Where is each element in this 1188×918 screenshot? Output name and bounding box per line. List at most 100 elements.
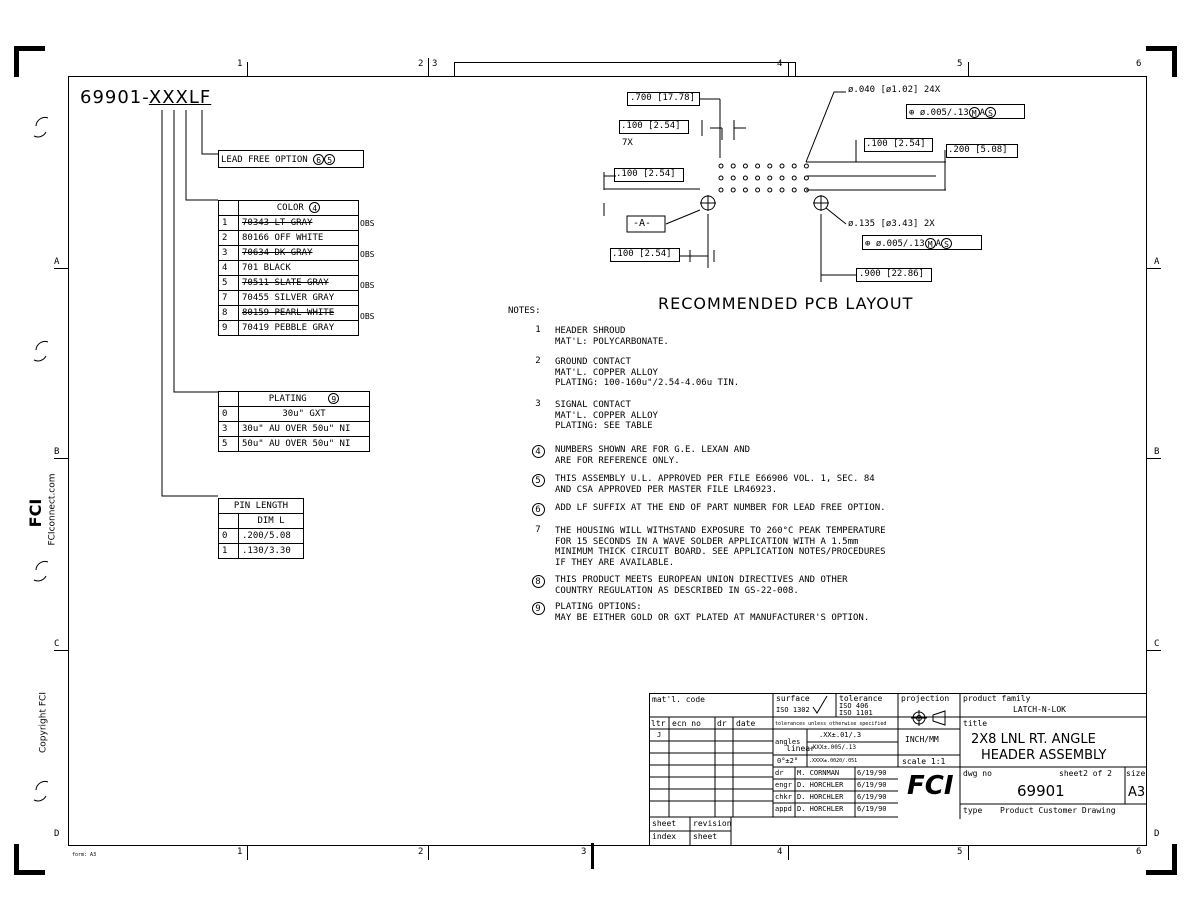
note-text: THE HOUSING WILL WITHSTAND EXPOSURE TO 2…	[555, 526, 886, 568]
title-label: title	[963, 719, 988, 728]
rev-letter: J	[657, 731, 662, 739]
revision-sheet-2: sheet	[693, 832, 718, 841]
grid-top-3: 3	[432, 59, 438, 69]
corner-bottom-left	[14, 844, 45, 875]
pcb-hole	[803, 163, 809, 169]
pcb-hole	[730, 187, 736, 193]
sheet-index-1: sheet	[652, 819, 677, 828]
note-number-text: 6	[531, 503, 545, 516]
product-family: LATCH-N-LOK	[1013, 705, 1066, 714]
surface-std: ISO 1302	[776, 706, 810, 714]
note-text: THIS ASSEMBLY U.L. APPROVED PER FILE E66…	[555, 474, 875, 495]
pin-length-desc: .130/3.30	[238, 543, 304, 559]
approval-date: 6/19/90	[857, 793, 887, 801]
grid-right-B: B	[1154, 447, 1160, 457]
title-block-grid	[649, 693, 1147, 846]
pcb-hole	[791, 187, 797, 193]
dim-100c-box	[610, 248, 680, 262]
tol-note: tolerances unless otherwise specified	[775, 721, 887, 727]
part-number: 69901-XXXLF	[80, 89, 211, 107]
grid-top-1: 1	[237, 59, 243, 69]
pin-length-row: 1.130/3.30	[218, 543, 304, 559]
dwg-no: 69901	[1017, 782, 1065, 800]
note-number: 1	[530, 326, 546, 335]
note-number: 8	[530, 575, 546, 588]
corner-top-right	[1146, 46, 1177, 77]
note-number: 5	[530, 474, 546, 487]
note-number-text: 8	[531, 575, 545, 588]
approval-name: M. CORNMAN	[797, 769, 840, 777]
note-number-text: 9	[531, 602, 545, 615]
rfs-icon: S	[985, 107, 997, 118]
tol-040-box	[906, 104, 1025, 119]
note-text: GROUND CONTACT MAT'L. COPPER ALLOY PLATI…	[555, 357, 740, 388]
mmc-icon: M	[924, 238, 936, 249]
grid-left-B: B	[54, 447, 60, 457]
pcb-hole	[779, 175, 785, 181]
approval-name: D. HORCHLER	[797, 805, 844, 813]
type: Product Customer Drawing	[1000, 806, 1116, 815]
position-icon: ⊕	[909, 108, 915, 118]
note-number: 9	[530, 602, 546, 615]
dim-100a: .100 [2.54]	[621, 121, 681, 131]
pcb-hole	[742, 187, 748, 193]
note-text: ADD LF SUFFIX AT THE END OF PART NUMBER …	[555, 503, 886, 513]
dim-100b: .100 [2.54]	[616, 169, 676, 179]
corner-bottom-right	[1146, 844, 1177, 875]
approval-role: dr	[775, 769, 784, 777]
date-header: date	[736, 719, 756, 728]
type-label: type	[963, 806, 983, 815]
form-label: form: A3	[72, 852, 97, 858]
approval-role: chkr	[775, 793, 792, 801]
pcb-hole	[742, 163, 748, 169]
angles-label: angles	[775, 738, 801, 746]
pin-length-header: PIN LENGTH	[218, 498, 304, 514]
dim-100b-box	[614, 168, 684, 182]
scale: scale 1:1	[902, 757, 946, 766]
note-number-text: 5	[531, 474, 545, 487]
pcb-hole	[779, 187, 785, 193]
pcb-hole	[779, 163, 785, 169]
matl-code-label: mat'l. code	[652, 695, 705, 704]
dim-100d: .100 [2.54]	[866, 139, 926, 149]
dim-100a-box	[619, 120, 689, 134]
pcb-hole	[791, 175, 797, 181]
size: A3	[1128, 785, 1146, 800]
revision-sheet-1: revision	[693, 819, 732, 828]
dr-header: dr	[717, 719, 727, 728]
obs-label: OBS	[360, 312, 375, 321]
obs-label: OBS	[360, 281, 375, 290]
part-number-xxx: XXX	[148, 87, 189, 108]
dim-7x: 7X	[622, 138, 633, 148]
dim-200: .200 [5.08]	[948, 145, 1008, 155]
size-label: size	[1126, 769, 1146, 778]
projection-label: projection	[901, 694, 950, 703]
dim-900-box	[856, 268, 932, 282]
grid-right-A: A	[1154, 257, 1160, 267]
pcb-hole	[718, 163, 724, 169]
dim-700-box	[627, 92, 700, 106]
linear-label: linear	[786, 744, 815, 753]
grid-bottom-2: 2	[418, 847, 424, 857]
mmc-icon: M	[968, 107, 980, 118]
dim-900: .900 [22.86]	[859, 269, 925, 279]
title-line1: 2X8 LNL RT. ANGLE	[971, 732, 1096, 747]
ltr-header: ltr	[651, 719, 666, 728]
grid-top-2: 2	[418, 59, 424, 69]
lead-free-note-a: 6	[313, 154, 325, 165]
position-icon: ⊕	[865, 239, 871, 249]
approval-date: 6/19/90	[857, 781, 887, 789]
note-number: 7	[530, 526, 546, 535]
pcb-hole	[755, 163, 761, 169]
pcb-hole	[730, 163, 736, 169]
pin-length-row: 0.200/5.08	[218, 528, 304, 544]
note-number-text: 3	[535, 399, 541, 409]
angle-tol: 0°±2°	[777, 757, 799, 765]
note-number-text: 2	[535, 356, 541, 366]
tol-std1: ISO 406	[839, 702, 869, 710]
grid-left-A: A	[54, 257, 60, 267]
note-number-text: 7	[535, 525, 541, 535]
